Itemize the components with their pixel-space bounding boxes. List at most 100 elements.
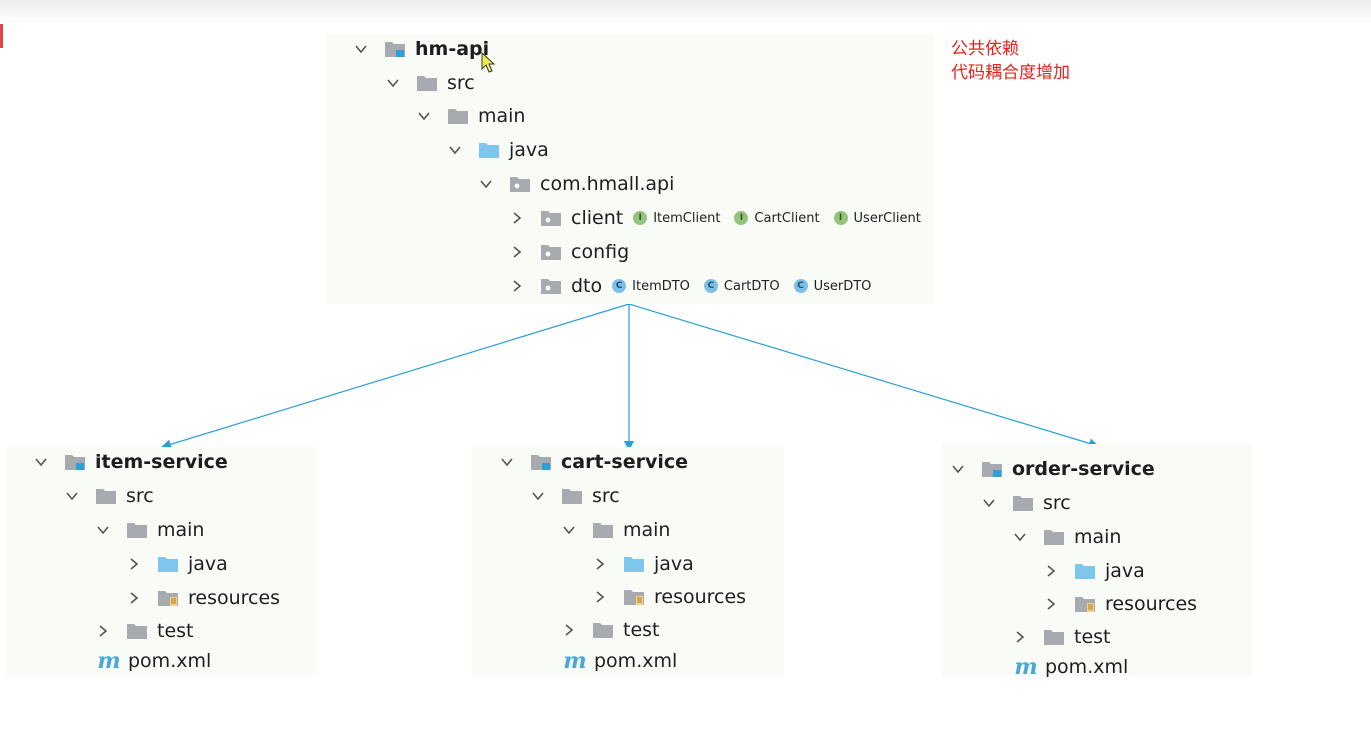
tree-row-resources[interactable]: resources (127, 583, 280, 613)
interface-icon: I (633, 211, 648, 225)
folder-label: main (478, 105, 526, 127)
item-service-panel: item-service src main java resources tes… (6, 447, 316, 675)
chevron-right-icon[interactable] (1044, 564, 1058, 578)
interface-item[interactable]: I ItemClient (633, 211, 720, 226)
chevron-down-icon[interactable] (500, 455, 514, 469)
interface-name: ItemClient (653, 210, 721, 226)
edge-mark (0, 24, 7, 48)
tree-row-main[interactable]: main (562, 515, 670, 545)
folder-label: main (623, 519, 671, 541)
package-icon (540, 243, 562, 261)
chevron-down-icon[interactable] (448, 143, 462, 157)
chevron-right-icon[interactable] (1044, 597, 1058, 611)
arrow-to-order-service (628, 303, 1099, 449)
tree-row-src[interactable]: src (386, 68, 475, 98)
package-label: dto (571, 275, 603, 297)
folder-icon (592, 521, 614, 539)
package-icon (509, 175, 531, 193)
chevron-down-icon[interactable] (531, 489, 545, 503)
chevron-down-icon[interactable] (96, 523, 110, 537)
folder-label: resources (654, 586, 747, 608)
folder-label: java (188, 553, 228, 575)
tree-row-module[interactable]: hm-api (354, 34, 489, 64)
chevron-right-icon[interactable] (562, 623, 576, 637)
tree-row-src[interactable]: src (65, 481, 154, 511)
module-name: item-service (95, 451, 228, 473)
chevron-down-icon[interactable] (951, 462, 965, 476)
tree-row-module[interactable]: order-service (951, 454, 1155, 484)
tree-row-test[interactable]: test (96, 616, 194, 646)
package-label: com.hmall.api (540, 173, 675, 195)
tree-row-module[interactable]: cart-service (500, 447, 688, 477)
interface-name: UserClient (853, 210, 921, 226)
chevron-down-icon[interactable] (65, 489, 79, 503)
source-folder-icon (623, 555, 645, 573)
chevron-right-icon[interactable] (510, 245, 524, 259)
tree-row-config[interactable]: config (510, 237, 629, 267)
chevron-right-icon[interactable] (510, 279, 524, 293)
chevron-down-icon[interactable] (1013, 530, 1027, 544)
folder-label: src (447, 72, 475, 94)
chevron-right-icon[interactable] (1013, 630, 1027, 644)
chevron-right-icon[interactable] (593, 557, 607, 571)
folder-icon (592, 621, 614, 639)
chevron-right-icon[interactable] (127, 591, 141, 605)
chevron-down-icon[interactable] (354, 42, 368, 56)
chevron-right-icon[interactable] (127, 557, 141, 571)
tree-row-java[interactable]: java (1044, 556, 1145, 586)
tree-row-test[interactable]: test (562, 615, 660, 645)
module-name: order-service (1012, 458, 1155, 480)
folder-label: resources (188, 587, 281, 609)
chevron-down-icon[interactable] (34, 455, 48, 469)
folder-icon (447, 107, 469, 125)
source-folder-icon (1074, 562, 1096, 580)
tree-row-java[interactable]: java (593, 549, 694, 579)
tree-row-main[interactable]: main (417, 101, 525, 131)
file-label: pom.xml (1045, 656, 1129, 678)
resources-folder-icon (623, 588, 645, 606)
tree-row-main[interactable]: main (96, 515, 204, 545)
tree-row-pom[interactable]: m pom.xml (562, 646, 677, 676)
chevron-right-icon[interactable] (593, 590, 607, 604)
class-icon: C (793, 279, 808, 293)
chevron-right-icon[interactable] (510, 211, 524, 225)
chevron-right-icon[interactable] (96, 624, 110, 638)
tree-row-src[interactable]: src (531, 481, 620, 511)
folder-icon (561, 487, 583, 505)
tree-row-pom[interactable]: m pom.xml (96, 646, 211, 676)
chevron-down-icon[interactable] (386, 76, 400, 90)
chevron-down-icon[interactable] (417, 109, 431, 123)
tree-row-src[interactable]: src (982, 488, 1071, 518)
tree-row-pom[interactable]: m pom.xml (1013, 652, 1128, 682)
tree-row-module[interactable]: item-service (34, 447, 228, 477)
folder-label: test (623, 619, 660, 641)
folder-label: resources (1105, 593, 1198, 615)
chevron-down-icon[interactable] (479, 177, 493, 191)
resources-folder-icon (1074, 595, 1096, 613)
module-folder-icon (384, 40, 406, 58)
tree-row-resources[interactable]: resources (593, 582, 746, 612)
class-icon: C (612, 279, 627, 293)
file-label: pom.xml (594, 650, 678, 672)
chevron-down-icon[interactable] (982, 496, 996, 510)
folder-icon (416, 74, 438, 92)
chevron-down-icon[interactable] (562, 523, 576, 537)
tree-row-resources[interactable]: resources (1044, 589, 1197, 619)
tree-row-package[interactable]: com.hmall.api (479, 169, 674, 199)
tree-row-java[interactable]: java (127, 549, 228, 579)
folder-label: src (126, 485, 154, 507)
tree-row-test[interactable]: test (1013, 622, 1111, 652)
folder-icon (126, 521, 148, 539)
tree-row-main[interactable]: main (1013, 522, 1121, 552)
folder-label: java (654, 553, 694, 575)
folder-icon (95, 487, 117, 505)
tree-row-java[interactable]: java (448, 135, 549, 165)
